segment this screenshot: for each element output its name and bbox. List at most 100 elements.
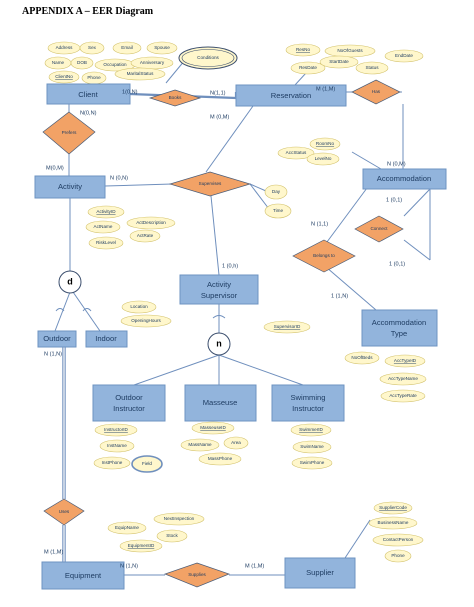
attr-status: Status <box>365 65 379 70</box>
entity-client: Client <box>78 90 98 99</box>
card-accommodation-connect-top: 1 (0,1) <box>386 197 402 203</box>
page-title: APPENDIX A – EER Diagram <box>22 6 154 17</box>
card-accommodation-belongs: N (1,1) <box>311 221 328 227</box>
rel-belongs-to: Belongs to <box>313 253 335 258</box>
attr-contactperson: ContactPerson <box>383 537 414 542</box>
attr-acctypeid: AccTypeID <box>394 358 417 363</box>
attr-actdescription: ActDescription <box>136 220 166 225</box>
entity-activity-supervisor-line2: Supervisor <box>201 291 238 300</box>
connector-lines <box>54 59 431 576</box>
subset-indoor-icon <box>82 308 92 312</box>
entity-outdoor-instructor-line2: Instructor <box>113 404 145 413</box>
attr-noofguests: NoOfGuests <box>337 48 363 53</box>
rel-connect: Connect <box>370 226 388 231</box>
card-equipment-supplies: N (1,N) <box>120 563 138 569</box>
attr-acctyperate: AccTypeRate <box>389 393 417 398</box>
attr-acctypename: AccTypeName <box>388 376 418 381</box>
card-activity-supervises: N (0,N) <box>110 175 128 181</box>
attr-activityid: ActivityID <box>96 209 116 214</box>
attr-name: Name <box>52 60 65 65</box>
attr-suppliercode: SupplierCode <box>379 505 407 510</box>
attr-actrate: ActRate <box>137 233 154 238</box>
attr-stock: Stock <box>166 533 178 538</box>
attr-supervisorid: SupervisorID <box>274 324 301 329</box>
subset-outdoor-icon <box>55 308 65 312</box>
attr-address: Address <box>56 45 74 50</box>
entity-outdoor: Outdoor <box>43 334 71 343</box>
attr-spouse: Spouse <box>154 45 170 50</box>
attr-resdate: ResDate <box>299 65 317 70</box>
rel-books: Books <box>169 95 182 100</box>
rel-supplies: Supplies <box>188 572 206 577</box>
card-supplier-supplies: M (1,M) <box>245 563 264 569</box>
rel-prefers: Prefers <box>62 130 78 135</box>
card-activity-prefers: M(0,M) <box>46 165 64 171</box>
attr-anniversary: Anniversary <box>140 60 165 65</box>
card-reservation-has: M (1,M) <box>316 86 335 92</box>
card-client-books: 1(0,N) <box>122 89 138 95</box>
entity-indoor: Indoor <box>95 334 117 343</box>
attr-phone: Phone <box>87 75 101 80</box>
entity-activity: Activity <box>58 182 82 191</box>
attr-instname: InstName <box>107 443 127 448</box>
attr-massname: MassName <box>188 442 212 447</box>
attr-levelno: LevelNo <box>315 156 332 161</box>
attr-enddate: EndDate <box>395 53 413 58</box>
attr-swimmerid: SwimmerID <box>299 427 323 432</box>
attr-equipmentid: EquipmentID <box>128 543 155 548</box>
entity-activity-supervisor-line1: Activity <box>207 280 231 289</box>
entity-accommodation: Accommodation <box>377 174 431 183</box>
card-supervisor-supervises: 1 (0,h) <box>222 263 238 269</box>
attr-accstatus: AccStatus <box>286 150 307 155</box>
attr-instphone: InstPhone <box>102 460 123 465</box>
attr-area: Area <box>231 440 241 445</box>
rel-uses: Uses <box>59 509 70 514</box>
attr-noofbeds: NoOfBeds <box>351 355 373 360</box>
card-reservation-books: N(1,1) <box>210 90 226 96</box>
attr-location: Location <box>130 304 148 309</box>
attr-openinghours: OpeningHours <box>131 318 161 323</box>
entity-swimming-instructor-line2: Instructor <box>292 404 324 413</box>
card-client-prefers: N(0,N) <box>80 110 97 116</box>
attr-risklevel: RiskLevel <box>96 240 116 245</box>
rel-supervises: Supervises <box>199 181 222 186</box>
subset-supervisor-icon <box>212 315 226 319</box>
card-accommodation-has: N (0,M) <box>387 161 406 167</box>
entity-equipment: Equipment <box>65 571 102 580</box>
attr-field: Field <box>142 461 152 466</box>
spec-supervisor: n <box>216 338 222 348</box>
entity-accommodation-type-line2: Type <box>391 329 407 338</box>
attr-occupation: Occupation <box>103 62 127 67</box>
entity-outdoor-instructor-line1: Outdoor <box>115 393 143 402</box>
attr-roomno: RoomNo <box>316 141 335 146</box>
entity-supplier: Supplier <box>306 568 334 577</box>
attr-time: Time <box>273 208 283 213</box>
attr-supplier-phone: Phone <box>391 553 405 558</box>
rel-has: Has <box>372 89 381 94</box>
entity-swimming-instructor-line1: Swimming <box>290 393 325 402</box>
attr-instructorid: InstructorID <box>104 427 128 432</box>
attr-equipname: EquipName <box>115 525 139 530</box>
card-accommodation-connect-bottom: 1 (0,1) <box>389 261 405 267</box>
attr-swimname: SwimName <box>300 444 324 449</box>
attr-sex: Sex <box>88 45 97 50</box>
card-outdoor-uses: N (1,N) <box>44 351 62 357</box>
attr-maritalstatus: MaritalStatus <box>127 71 155 76</box>
attr-resno: ResNo <box>296 47 310 52</box>
attr-day: Day <box>272 189 281 194</box>
card-equipment-uses: M (1,M) <box>44 549 63 555</box>
entity-reservation: Reservation <box>271 91 312 100</box>
attr-startdate: StartDate <box>329 59 349 64</box>
attr-swimphone: SwimPhone <box>300 460 325 465</box>
entity-accommodation-type-line1: Accommodation <box>372 318 426 327</box>
attr-actname: ActName <box>94 224 113 229</box>
attr-conditions: Conditions <box>197 55 219 60</box>
attr-masseuseid: MasseuseID <box>200 425 226 430</box>
attr-clientno: ClientNo <box>55 74 73 79</box>
attr-email: Email <box>121 45 133 50</box>
card-reservation-supervises: M (0,M) <box>210 114 229 120</box>
attr-nextinspection: NextInspection <box>164 516 195 521</box>
card-type-belongs: 1 (1,N) <box>331 293 348 299</box>
attr-dob: DOB <box>77 60 87 65</box>
